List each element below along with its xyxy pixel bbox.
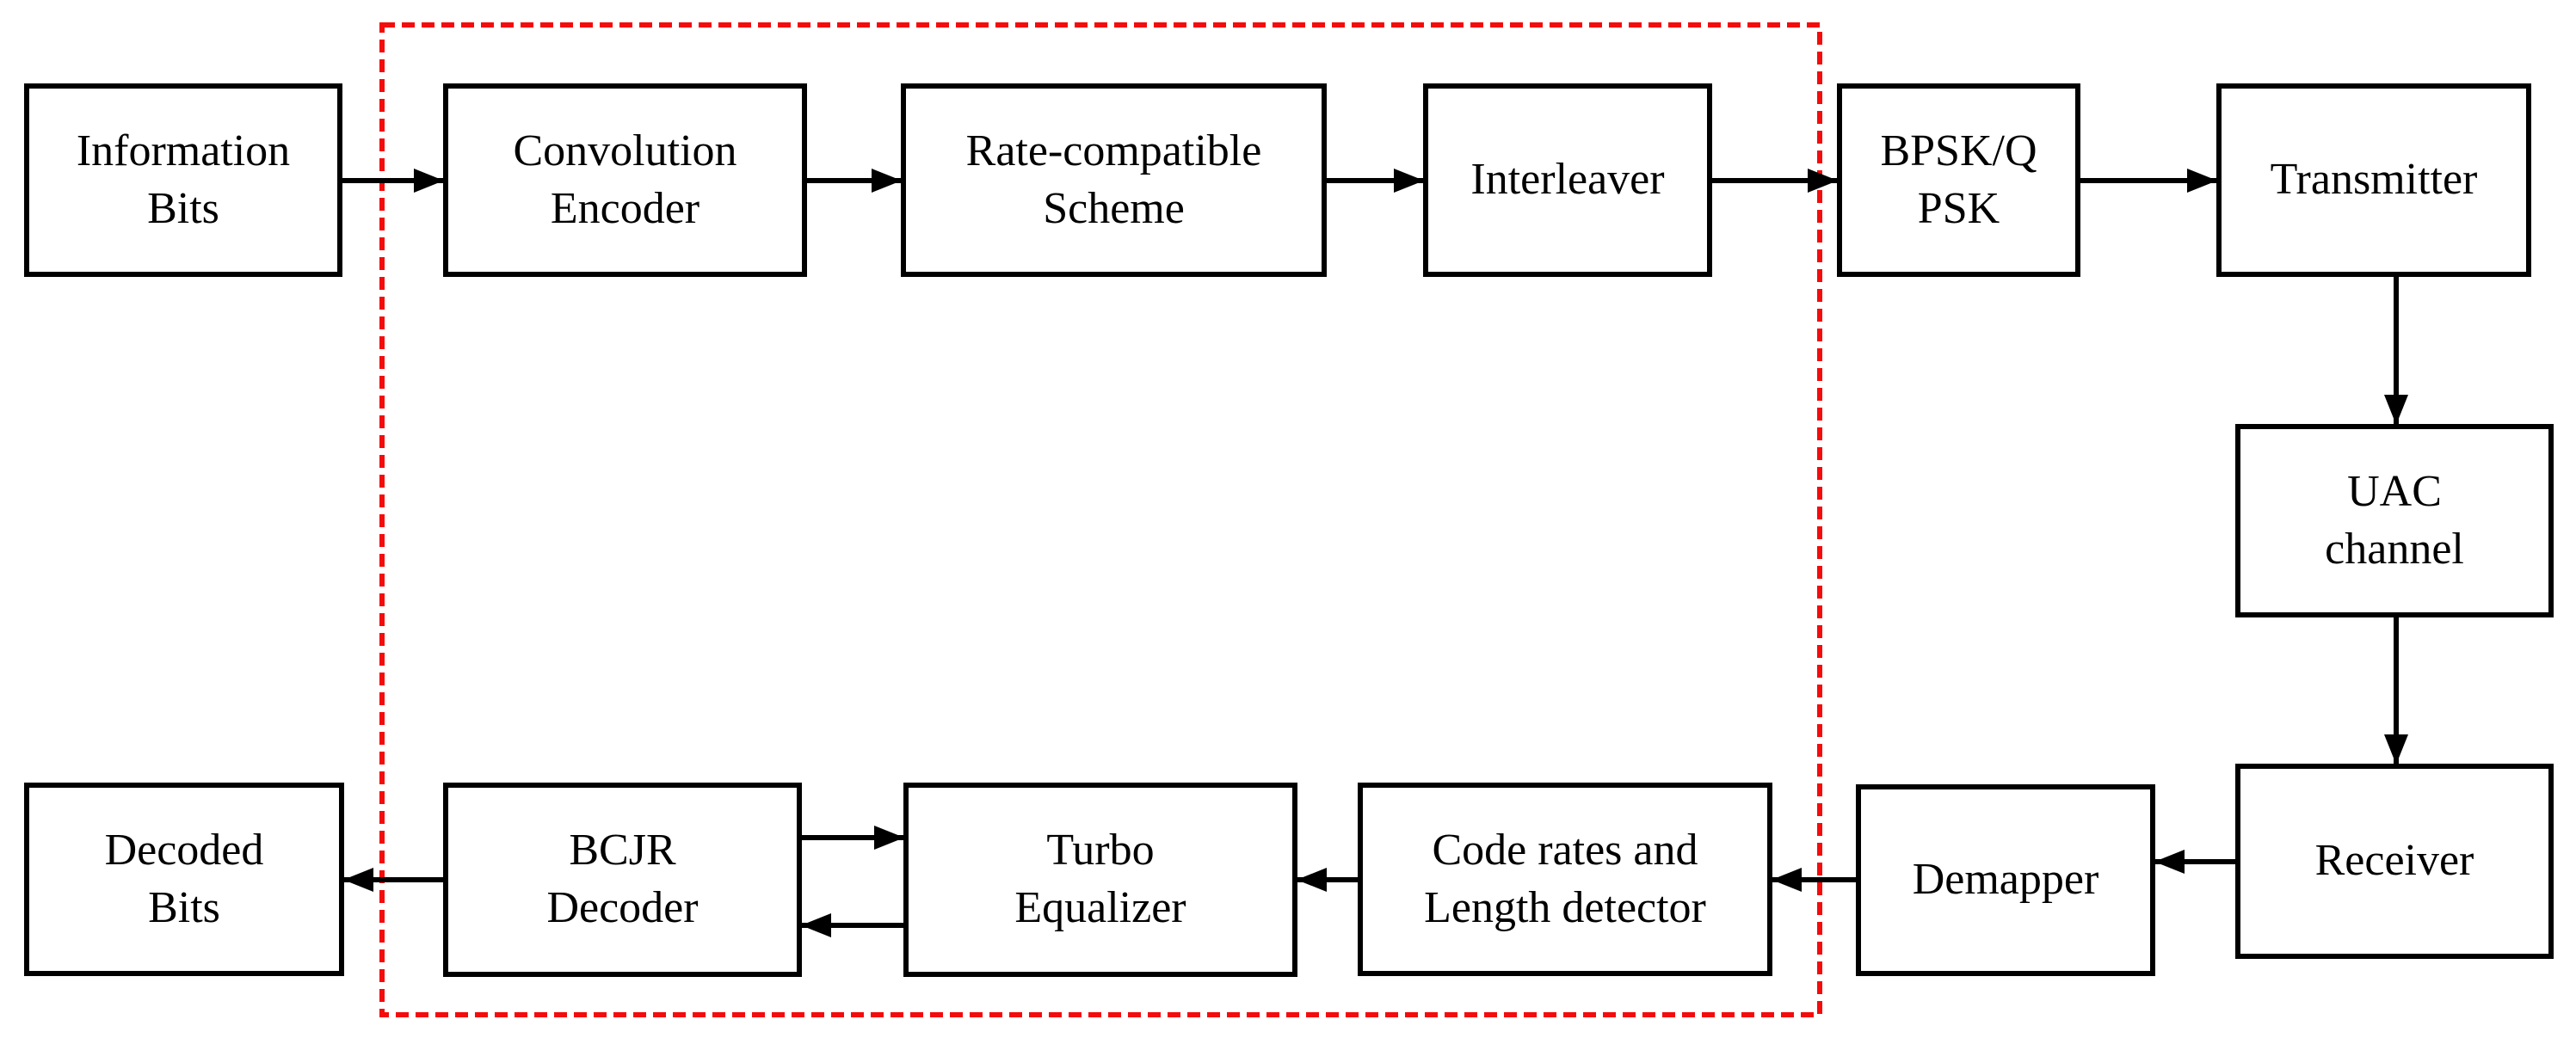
block-receiver: Receiver <box>2235 764 2554 959</box>
block-interleaver: Interleaver <box>1423 83 1712 277</box>
block-demapper: Demapper <box>1856 784 2155 976</box>
block-bpsk-qpsk-mapper: BPSK/Q PSK <box>1837 83 2080 277</box>
block-turbo-equalizer: Turbo Equalizer <box>903 783 1297 977</box>
block-decoded-bits: Decoded Bits <box>24 783 344 976</box>
block-bcjr-decoder: BCJR Decoder <box>443 783 802 977</box>
block-transmitter: Transmitter <box>2216 83 2531 277</box>
coding-chain-boundary-box <box>379 22 1822 1017</box>
block-information-bits: Information Bits <box>24 83 342 277</box>
block-convolution-encoder: Convolution Encoder <box>443 83 807 277</box>
block-code-rates-length-detector: Code rates and Length detector <box>1358 783 1772 976</box>
block-uac-channel: UAC channel <box>2235 424 2554 617</box>
block-rate-compatible-scheme: Rate-compatible Scheme <box>901 83 1327 277</box>
